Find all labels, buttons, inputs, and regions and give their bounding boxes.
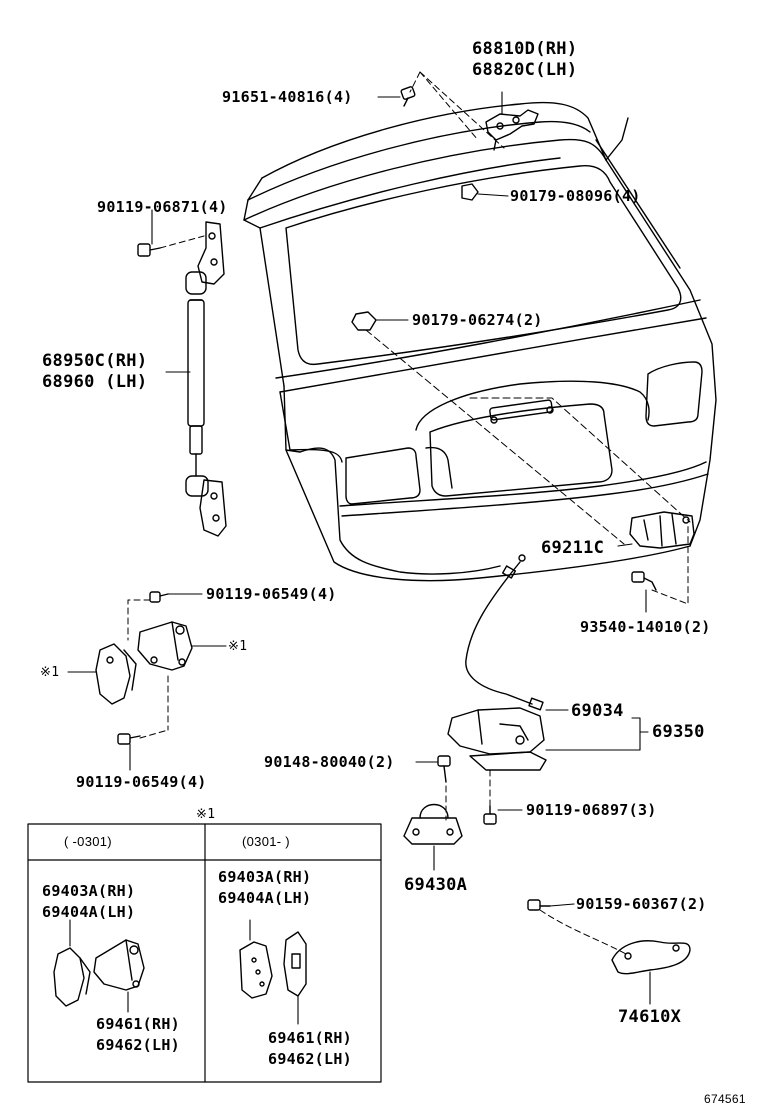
bolt-90119-06871 xyxy=(137,243,161,257)
note-col-right-header: (0301- ) xyxy=(242,834,290,849)
bolt-90119-06897 xyxy=(483,805,497,825)
label-bolt-90119-06549-top: 90119-06549(4) xyxy=(206,585,337,603)
label-pull-handle: 74610X xyxy=(618,1007,682,1027)
nut-90179-08096 xyxy=(461,183,479,201)
nut-90179-06274 xyxy=(351,311,377,331)
door-stay-bracket xyxy=(137,621,193,671)
bolt-90119-06549-top xyxy=(149,591,169,603)
note-right-bottom-rh: 69461(RH) xyxy=(268,1029,352,1047)
note-right-bottom-lh: 69462(LH) xyxy=(268,1050,352,1068)
note-left-top-lh: 69404A(LH) xyxy=(42,903,136,921)
note-right-top-lh: 69404A(LH) xyxy=(218,889,312,907)
note-left-bottom-rh: 69461(RH) xyxy=(96,1015,180,1033)
bolt-90148-80040 xyxy=(437,755,451,783)
lamp-right xyxy=(645,361,703,427)
note-left-top-rh: 69403A(RH) xyxy=(42,882,136,900)
screw-90159-60367 xyxy=(527,899,551,911)
label-bolt-90119-06549-bottom: 90119-06549(4) xyxy=(76,773,207,791)
label-bolt-90119-06871: 90119-06871(4) xyxy=(97,198,228,216)
label-bolt-90119-06897: 90119-06897(3) xyxy=(526,801,657,819)
outside-handle-part xyxy=(629,511,695,549)
back-door-panel xyxy=(243,101,717,582)
note-left-parts xyxy=(53,919,145,1013)
door-stay-plate xyxy=(95,643,137,705)
lock-control-cable xyxy=(465,554,544,711)
note-table-frame xyxy=(27,823,382,1083)
label-nut-90179-08096: 90179-08096(4) xyxy=(510,187,641,205)
bolt-90119-06549-bottom xyxy=(117,733,141,745)
license-recess xyxy=(429,403,613,497)
note-table-mark: ※1 xyxy=(196,807,216,822)
label-nut-90179-06274: 90179-06274(2) xyxy=(412,311,543,329)
label-hinge-rh: 68810D(RH) xyxy=(472,39,578,59)
label-bolt-90148-80040: 90148-80040(2) xyxy=(264,753,395,771)
bolt-93540-14010 xyxy=(631,571,657,591)
label-screw-90159-60367: 90159-60367(2) xyxy=(576,895,707,913)
pull-handle-part xyxy=(611,940,691,975)
emblem xyxy=(489,399,553,421)
label-striker: 69430A xyxy=(404,875,468,895)
note-left-bottom-lh: 69462(LH) xyxy=(96,1036,180,1054)
note-right-top-rh: 69403A(RH) xyxy=(218,868,312,886)
label-handle: 69211C xyxy=(541,538,605,558)
lamp-left xyxy=(345,447,421,505)
label-mark-bracket: ※1 xyxy=(228,639,248,654)
note-col-left-header: ( -0301) xyxy=(64,834,112,849)
back-door-striker xyxy=(403,803,463,845)
label-lock-assy: 69350 xyxy=(652,722,705,742)
back-door-stay xyxy=(185,221,227,537)
label-stay-rh: 68950C(RH) xyxy=(42,351,148,371)
label-stay-lh: 68960 (LH) xyxy=(42,372,148,392)
note-right-parts xyxy=(239,919,307,1025)
label-mark-plate: ※1 xyxy=(40,665,60,680)
hinge-part xyxy=(485,91,539,151)
diagram-id: 674561 xyxy=(704,1092,746,1106)
label-bolt-93540-14010: 93540-14010(2) xyxy=(580,618,711,636)
bolt-91651 xyxy=(400,86,416,107)
label-cable: 69034 xyxy=(571,701,624,721)
label-bolt-91651: 91651-40816(4) xyxy=(222,88,353,106)
label-hinge-lh: 68820C(LH) xyxy=(472,60,578,80)
back-door-lock xyxy=(447,707,547,771)
